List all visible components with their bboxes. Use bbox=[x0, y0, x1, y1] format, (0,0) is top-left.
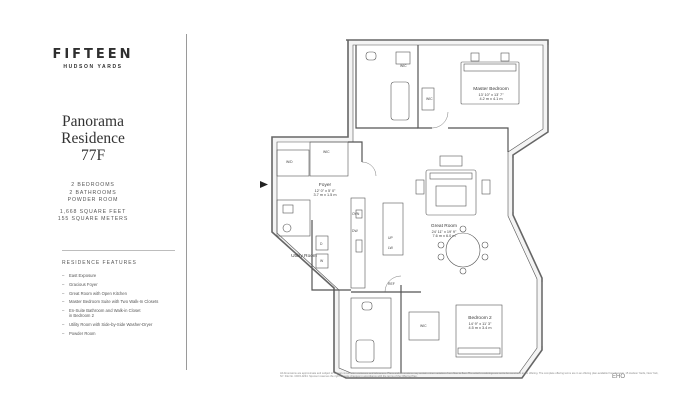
tag-lw: LW bbox=[388, 246, 393, 250]
floor-plan-drawing bbox=[260, 39, 549, 379]
bathtub-icon bbox=[390, 81, 410, 121]
tag-up: UP bbox=[388, 236, 393, 240]
brand-subtitle: HUDSON YARDS bbox=[63, 64, 123, 70]
entry-arrow-icon bbox=[260, 181, 268, 188]
panel-divider bbox=[186, 34, 187, 370]
tag-wic-master-2: WIC bbox=[400, 64, 407, 68]
tag-refrigerator: REF bbox=[388, 282, 395, 286]
kitchen-island-icon bbox=[382, 202, 404, 256]
tag-dishwasher: DW bbox=[352, 229, 358, 233]
master-bed-icon bbox=[460, 61, 520, 105]
tag-dryer: D bbox=[320, 242, 323, 246]
residence-specs: 2 BEDROOMS 2 BATHROOMS POWDER ROOM 1,668… bbox=[0, 182, 186, 224]
spec-powder-room: POWDER ROOM bbox=[67, 197, 119, 204]
floor-plan: Master Bedroom 13' 10" x 13' 7" 4.2 m x … bbox=[186, 0, 674, 400]
tag-wic-bedroom-2: WIC bbox=[420, 324, 427, 328]
list-item: –Great Room with Open Kitchen bbox=[62, 290, 127, 296]
list-item: –En-Suite Bathroom and Walk-in Closet in… bbox=[62, 308, 141, 319]
features-divider bbox=[62, 250, 175, 251]
residence-name: Panorama Residence 77F bbox=[0, 113, 186, 164]
features-list: –East Exposure –Gracious Foyer –Great Ro… bbox=[62, 273, 182, 340]
residence-name-line2: Residence bbox=[61, 130, 125, 147]
equal-housing-icon: EHO bbox=[612, 374, 626, 380]
residence-name-line1: Panorama bbox=[62, 113, 124, 130]
tag-wic-master-1: WIC bbox=[426, 97, 433, 101]
tag-washer-dryer: W/D bbox=[286, 160, 293, 164]
spec-square-feet: 1,668 SQUARE FEET bbox=[59, 208, 127, 215]
list-item: –East Exposure bbox=[62, 273, 97, 278]
tag-oven: OVN bbox=[352, 212, 360, 216]
room-label-utility-room: Utility Room bbox=[291, 254, 317, 259]
bedroom2-bed-icon bbox=[455, 304, 503, 358]
room-label-foyer: Foyer 12' 0" x 5' 0" 3.7 m x 1.5 m bbox=[313, 183, 337, 198]
residence-unit: 77F bbox=[80, 147, 106, 164]
features-heading: RESIDENCE FEATURES bbox=[62, 260, 137, 266]
room-label-master-bedroom: Master Bedroom 13' 10" x 13' 7" 4.2 m x … bbox=[473, 87, 509, 102]
list-item: –Powder Room bbox=[62, 330, 96, 336]
room-label-great-room: Great Room 24' 11" x 19' 9" 7.6 m x 6.0 … bbox=[430, 224, 458, 239]
spec-square-meters: 155 SQUARE METERS bbox=[57, 216, 129, 223]
tag-wic-foyer: WIC bbox=[323, 150, 330, 154]
list-item: –Master Bedroom Suite with Two Walk-In C… bbox=[62, 299, 159, 305]
legal-disclaimer: All dimensions are approximate and subje… bbox=[280, 372, 659, 379]
spec-bathrooms: 2 BATHROOMS bbox=[69, 189, 117, 196]
brand-logo: FIFTEEN bbox=[52, 47, 134, 62]
list-item: –Gracious Foyer bbox=[62, 281, 98, 287]
tag-washer: W bbox=[320, 259, 324, 263]
room-label-bedroom-2: Bedroom 2 14' 9" x 11' 3" 4.5 m x 3.4 m bbox=[468, 316, 492, 331]
list-item: –Utility Room with Side-by-Side Washer-D… bbox=[62, 322, 153, 328]
spec-bedrooms: 2 BEDROOMS bbox=[71, 182, 115, 188]
info-panel: FIFTEEN HUDSON YARDS Panorama Residence … bbox=[0, 0, 186, 400]
dining-table-icon bbox=[445, 232, 481, 268]
sofa-icon bbox=[425, 169, 477, 216]
